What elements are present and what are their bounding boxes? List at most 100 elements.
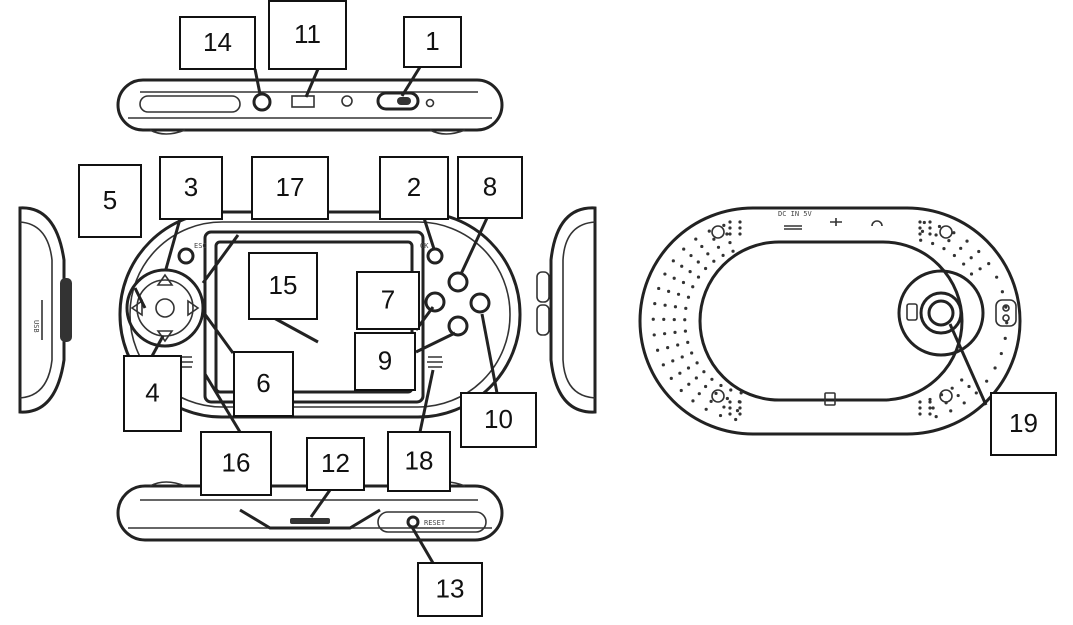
esc-button — [177, 247, 195, 265]
vent-hole — [672, 317, 676, 322]
vent-hole — [684, 306, 688, 310]
reset-hole — [406, 515, 420, 529]
vent-hole — [676, 343, 680, 347]
vent-hole — [960, 378, 964, 382]
device-left-side-view: USB — [18, 206, 72, 414]
vent-hole — [714, 391, 718, 396]
vent-hole — [680, 264, 684, 268]
vent-hole — [696, 260, 700, 264]
vent-hole — [731, 249, 735, 253]
vent-hole — [738, 220, 742, 224]
device-top-view — [116, 78, 504, 135]
vent-hole — [956, 393, 960, 398]
vent-hole — [651, 317, 655, 321]
callout-number: 19 — [1009, 408, 1038, 438]
vent-hole — [949, 409, 953, 413]
vent-hole — [934, 415, 938, 419]
vent-hole — [682, 247, 686, 251]
vent-hole — [739, 391, 743, 395]
leader-lines — [133, 66, 988, 564]
callout-box — [460, 392, 537, 448]
vent-hole — [918, 400, 922, 404]
vent-hole — [942, 246, 946, 251]
callout-number: 6 — [256, 368, 270, 398]
vent-hole — [969, 256, 973, 260]
vent-hole — [652, 333, 656, 337]
vent-hole — [919, 238, 923, 242]
vent-hole — [704, 407, 708, 411]
ok-button — [426, 247, 444, 265]
power-icon — [425, 98, 435, 108]
vent-hole — [928, 220, 932, 224]
callout-number: 17 — [276, 172, 305, 202]
callout-number: 8 — [483, 171, 497, 201]
vent-hole — [718, 413, 723, 418]
vent-hole — [918, 406, 922, 410]
vent-hole — [959, 246, 963, 250]
usb-port-icon — [291, 95, 315, 108]
vent-hole — [712, 259, 716, 263]
vent-hole — [918, 412, 922, 416]
vent-hole — [706, 252, 710, 256]
vent-hole — [725, 232, 729, 236]
vent-hole — [700, 244, 704, 249]
ok-text: OK — [420, 242, 429, 250]
vent-hole — [962, 401, 966, 405]
vent-hole — [1004, 305, 1008, 309]
vent-hole — [928, 400, 932, 404]
dpad-icon — [125, 268, 205, 348]
vent-hole — [722, 405, 726, 409]
device-right-side-view — [536, 206, 597, 414]
vent-hole — [683, 318, 687, 322]
vent-hole — [719, 383, 723, 388]
ventilation-holes — [651, 220, 1009, 422]
callout-number: 15 — [269, 270, 298, 300]
vent-hole — [947, 239, 951, 243]
callout-12: 12 — [306, 437, 365, 491]
vent-hole — [686, 366, 691, 370]
callout-box — [387, 431, 451, 492]
vent-hole — [738, 226, 742, 230]
vent-hole — [1003, 336, 1007, 340]
vent-hole — [977, 249, 981, 254]
vent-hole — [738, 232, 742, 236]
vent-hole — [928, 226, 932, 230]
vent-hole — [728, 400, 732, 404]
callout-3: 3 — [159, 156, 223, 220]
vent-hole — [725, 396, 729, 401]
vent-hole — [738, 412, 742, 416]
vent-hole — [931, 241, 935, 246]
callout-box — [233, 351, 294, 417]
vent-hole — [707, 229, 711, 233]
dc-in-text: DC IN 5V — [778, 210, 813, 218]
callout-box — [123, 355, 182, 432]
vent-hole — [653, 302, 657, 306]
callout-box — [990, 392, 1057, 456]
vent-hole — [690, 351, 694, 355]
vent-hole — [683, 329, 688, 333]
callout-box — [356, 271, 420, 330]
callout-17: 17 — [251, 156, 329, 220]
screen-bezel — [203, 230, 425, 404]
callout-number: 3 — [184, 172, 198, 202]
vent-hole — [728, 220, 732, 224]
callout-number: 5 — [103, 185, 117, 215]
vent-hole — [985, 379, 989, 383]
vent-hole — [918, 232, 922, 236]
callout-11: 11 — [268, 0, 347, 70]
vent-hole — [663, 303, 667, 307]
vent-hole — [691, 285, 695, 289]
callout-number: 4 — [145, 377, 159, 407]
vent-hole — [667, 289, 671, 293]
callout-15: 15 — [248, 252, 318, 320]
headphone-jack — [252, 92, 272, 112]
vent-hole — [928, 232, 932, 236]
callout-box — [200, 431, 272, 496]
callout-5: 5 — [78, 164, 142, 238]
callout-number: 1 — [425, 26, 439, 56]
reset-text: RESET — [424, 519, 446, 527]
sd-card-icon — [824, 392, 836, 406]
callout-box — [248, 252, 318, 320]
vent-hole — [978, 267, 982, 271]
